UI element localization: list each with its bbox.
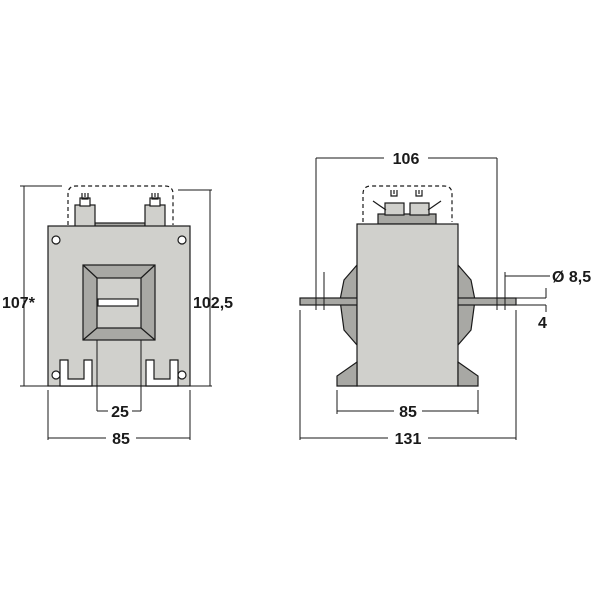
front-dim-height-body — [178, 189, 212, 387]
front-terminal-left — [74, 193, 96, 228]
side-dim-foot-width — [336, 390, 479, 414]
side-dim-bar-span-label: 106 — [393, 151, 420, 168]
side-dim-bar-thickness — [516, 288, 547, 312]
front-primary-window — [82, 264, 156, 341]
side-dim-foot-width-label: 85 — [399, 404, 417, 421]
front-dim-height-body-label: 102,5 — [193, 295, 233, 312]
side-terminal-cover-outline — [362, 185, 453, 222]
side-view: 106 Ø 8,5 4 85 131 — [299, 151, 591, 448]
front-terminal-right — [144, 193, 166, 228]
front-dim-height-total — [20, 185, 62, 387]
front-mounting-hole-tr — [177, 235, 187, 245]
side-terminals — [372, 190, 442, 225]
front-dim-window-width-label: 25 — [111, 404, 129, 421]
side-foot-right — [457, 360, 479, 387]
front-dim-base-width — [47, 390, 191, 440]
front-dim-base-width-label: 85 — [112, 431, 130, 448]
front-mounting-hole-tl — [51, 235, 61, 245]
front-mounting-hole-br — [177, 370, 187, 380]
front-view: 107* 102,5 25 85 — [2, 185, 233, 448]
side-housing — [356, 223, 459, 387]
front-dim-height-total-label: 107* — [2, 295, 36, 312]
front-mounting-hole-bl — [51, 370, 61, 380]
side-foot-left — [336, 360, 358, 387]
side-dim-hole-label: Ø 8,5 — [552, 269, 591, 286]
side-dim-overall-width — [299, 310, 517, 440]
front-foot-right — [145, 359, 179, 387]
front-foot-left — [59, 359, 93, 387]
front-dim-window-width — [96, 340, 142, 412]
side-dim-overall-width-label: 131 — [395, 431, 422, 448]
side-dim-bar-span — [315, 157, 506, 310]
front-terminal-cover-outline — [67, 185, 174, 225]
side-dim-bar-thickness-label: 4 — [538, 315, 547, 332]
